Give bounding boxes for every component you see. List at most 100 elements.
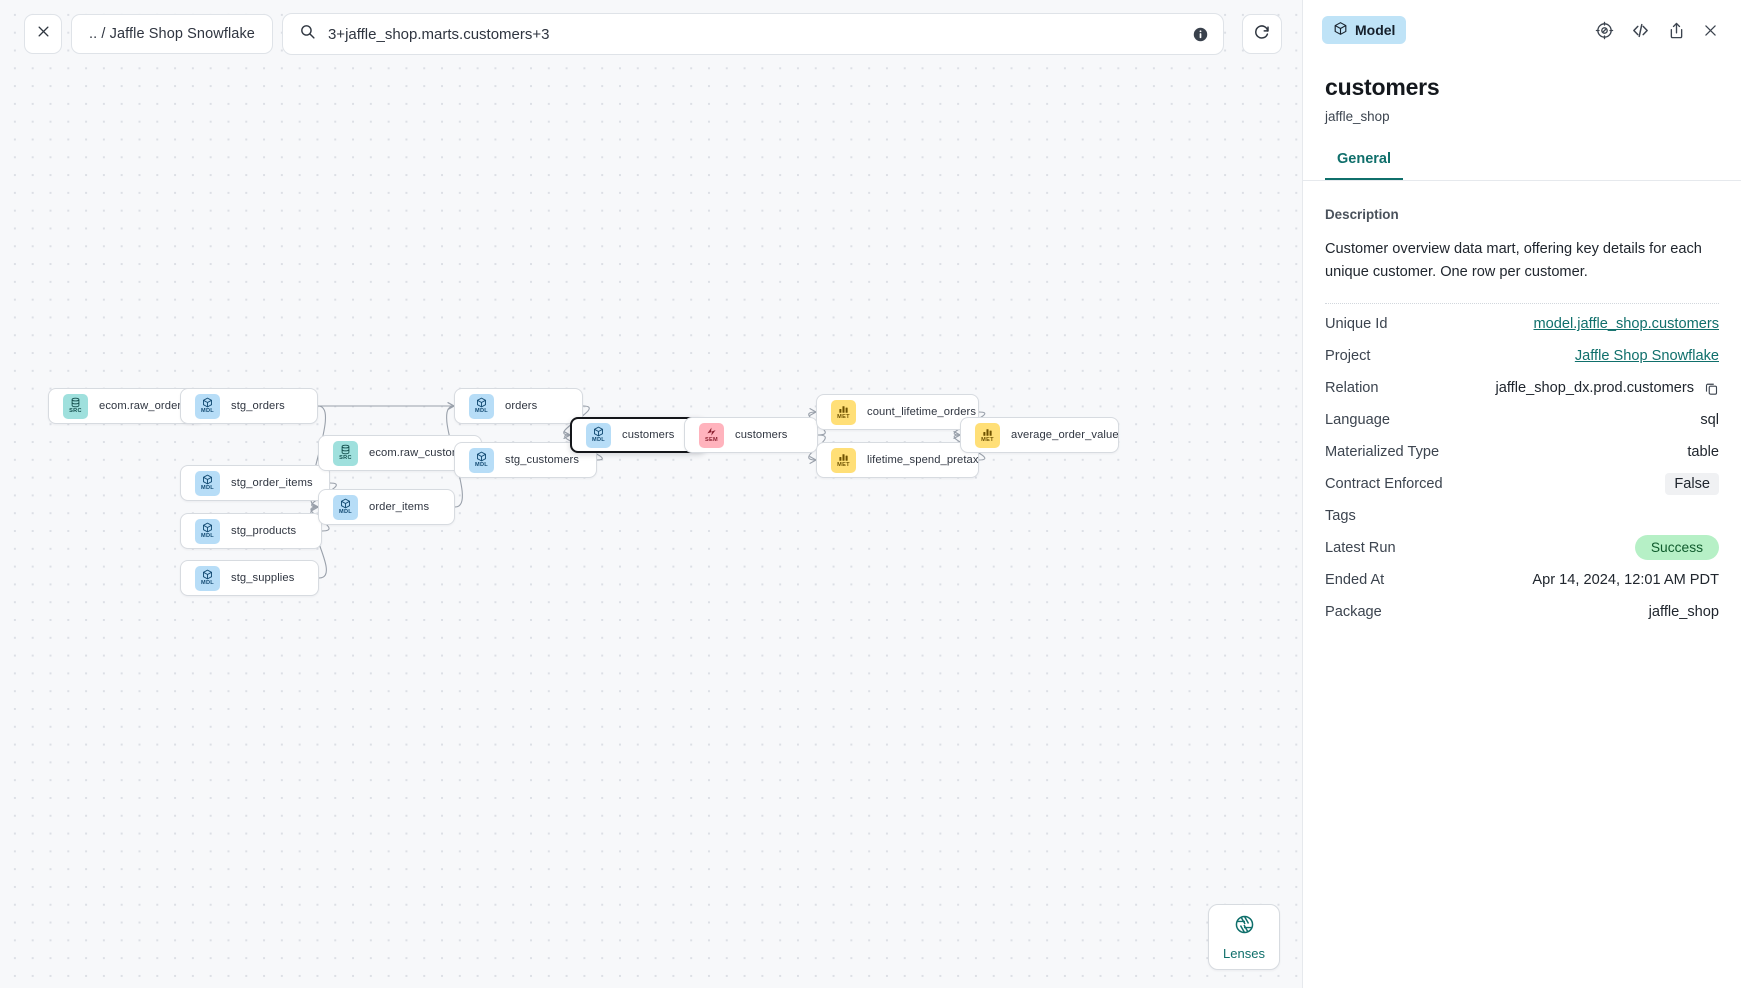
cube-icon: [1333, 21, 1348, 39]
graph-node-label: customers: [622, 429, 675, 441]
breadcrumb[interactable]: .. / Jaffle Shop Snowflake: [71, 14, 273, 54]
metric-icon: MET: [831, 399, 856, 425]
graph-node-label: customers: [735, 429, 788, 441]
field-language: Language sql: [1325, 404, 1719, 436]
description-text: Customer overview data mart, offering ke…: [1325, 241, 1702, 281]
canvas-toolbar: .. / Jaffle Shop Snowflake: [0, 0, 1302, 68]
refresh-button[interactable]: [1242, 14, 1282, 54]
code-icon[interactable]: [1630, 21, 1651, 40]
field-value: sql: [1700, 412, 1719, 429]
panel-body: Description Customer overview data mart,…: [1303, 181, 1741, 988]
model-icon: MDL: [195, 393, 220, 419]
search-input[interactable]: [327, 25, 1180, 43]
field-label: Language: [1325, 412, 1390, 429]
field-label: Ended At: [1325, 572, 1385, 589]
panel-header: customers jaffle_shop: [1303, 60, 1741, 124]
field-label: Tags: [1325, 508, 1356, 525]
graph-node-label: ecom.raw_orders: [99, 400, 187, 412]
panel-toolbar: Model: [1303, 0, 1741, 60]
search-icon: [299, 23, 316, 45]
graph-node-label: stg_supplies: [231, 572, 295, 584]
field-latest-run: Latest Run Success: [1325, 532, 1719, 564]
search-bar[interactable]: [281, 13, 1224, 55]
graph-node-label: count_lifetime_orders: [867, 406, 977, 418]
field-value: table: [1687, 444, 1719, 461]
field-unique-id: Unique Id model.jaffle_shop.customers: [1325, 308, 1719, 340]
field-value[interactable]: model.jaffle_shop.customers: [1533, 316, 1720, 333]
resource-type-chip: Model: [1322, 16, 1407, 44]
field-label: Package: [1325, 604, 1382, 621]
panel-actions: [1595, 21, 1719, 40]
panel-tabs: General: [1303, 151, 1741, 181]
graph-node-ecom-raw_orders[interactable]: SRC ecom.raw_orders: [48, 388, 205, 424]
graph-node-label: stg_order_items: [231, 477, 313, 489]
lenses-button[interactable]: Lenses: [1208, 904, 1280, 970]
refresh-icon: [1253, 23, 1271, 46]
graph-node-order_items[interactable]: MDL order_items: [318, 489, 455, 525]
tab-general-label: General: [1337, 151, 1391, 167]
field-label: Latest Run: [1325, 540, 1396, 557]
semantic-icon: SEM: [699, 422, 724, 448]
metric-icon: MET: [975, 422, 1000, 448]
model-icon: MDL: [586, 422, 611, 448]
graph-node-stg_products[interactable]: MDL stg_products: [180, 513, 322, 549]
field-value[interactable]: Jaffle Shop Snowflake: [1574, 348, 1719, 365]
field-label: Contract Enforced: [1325, 476, 1443, 493]
field-tags: Tags: [1325, 500, 1719, 532]
graph-node-customers[interactable]: SEM customers: [684, 417, 818, 453]
breadcrumb-label: .. / Jaffle Shop Snowflake: [89, 26, 255, 42]
aperture-icon: [1234, 914, 1255, 940]
field-project: Project Jaffle Shop Snowflake: [1325, 340, 1719, 372]
graph-node-label: stg_customers: [505, 454, 580, 466]
copy-icon[interactable]: [1704, 381, 1719, 396]
graph-node-label: order_items: [369, 501, 430, 513]
graph-node-label: orders: [505, 400, 538, 412]
share-icon[interactable]: [1667, 21, 1686, 40]
graph-node-lifetime_spend_pretax[interactable]: MET lifetime_spend_pretax: [816, 442, 979, 478]
info-icon[interactable]: [1192, 26, 1209, 43]
field-label: Relation: [1325, 380, 1379, 397]
graph-node-stg_order_items[interactable]: MDL stg_order_items: [180, 465, 330, 501]
field-ended-at: Ended At Apr 14, 2024, 12:01 AM PDT: [1325, 564, 1719, 596]
target-icon[interactable]: [1595, 21, 1614, 40]
lenses-label: Lenses: [1223, 945, 1265, 961]
divider: [1325, 303, 1719, 305]
field-value: Apr 14, 2024, 12:01 AM PDT: [1532, 572, 1719, 589]
details-panel: Model customers jaffle_shop: [1302, 0, 1741, 988]
model-icon: MDL: [469, 447, 494, 473]
close-icon: [36, 24, 51, 44]
status-badge: Success: [1634, 535, 1719, 561]
field-label: Project: [1325, 348, 1371, 365]
graph-node-label: stg_products: [231, 525, 297, 537]
graph-node-count_lifetime_orders[interactable]: MET count_lifetime_orders: [816, 394, 979, 430]
field-value-link[interactable]: jaffle_shop_dx.prod.customers: [1495, 380, 1694, 397]
model-icon: MDL: [195, 565, 220, 591]
model-icon: MDL: [195, 518, 220, 544]
model-icon: MDL: [195, 470, 220, 496]
lineage-canvas[interactable]: .. / Jaffle Shop Snowflake SRC ecom.raw_o…: [0, 0, 1302, 988]
source-icon: SRC: [333, 440, 358, 466]
close-lineage-button[interactable]: [24, 14, 62, 54]
source-icon: SRC: [63, 393, 88, 419]
model-icon: MDL: [333, 494, 358, 520]
model-icon: MDL: [469, 393, 494, 419]
tab-general[interactable]: General: [1325, 151, 1403, 180]
close-icon[interactable]: [1702, 22, 1719, 39]
description-label: Description: [1325, 207, 1399, 222]
page-subtitle: jaffle_shop: [1325, 109, 1390, 124]
field-relation: Relation jaffle_shop_dx.prod.customers: [1325, 372, 1719, 404]
graph-node-stg_orders[interactable]: MDL stg_orders: [180, 388, 318, 424]
graph-node-stg_supplies[interactable]: MDL stg_supplies: [180, 560, 319, 596]
graph-node-label: stg_orders: [231, 400, 285, 412]
field-label: Unique Id: [1325, 316, 1388, 333]
metric-icon: MET: [831, 447, 856, 473]
graph-node-orders[interactable]: MDL orders: [454, 388, 583, 424]
resource-type-label: Model: [1355, 22, 1396, 38]
graph-node-label: lifetime_spend_pretax: [867, 454, 979, 466]
